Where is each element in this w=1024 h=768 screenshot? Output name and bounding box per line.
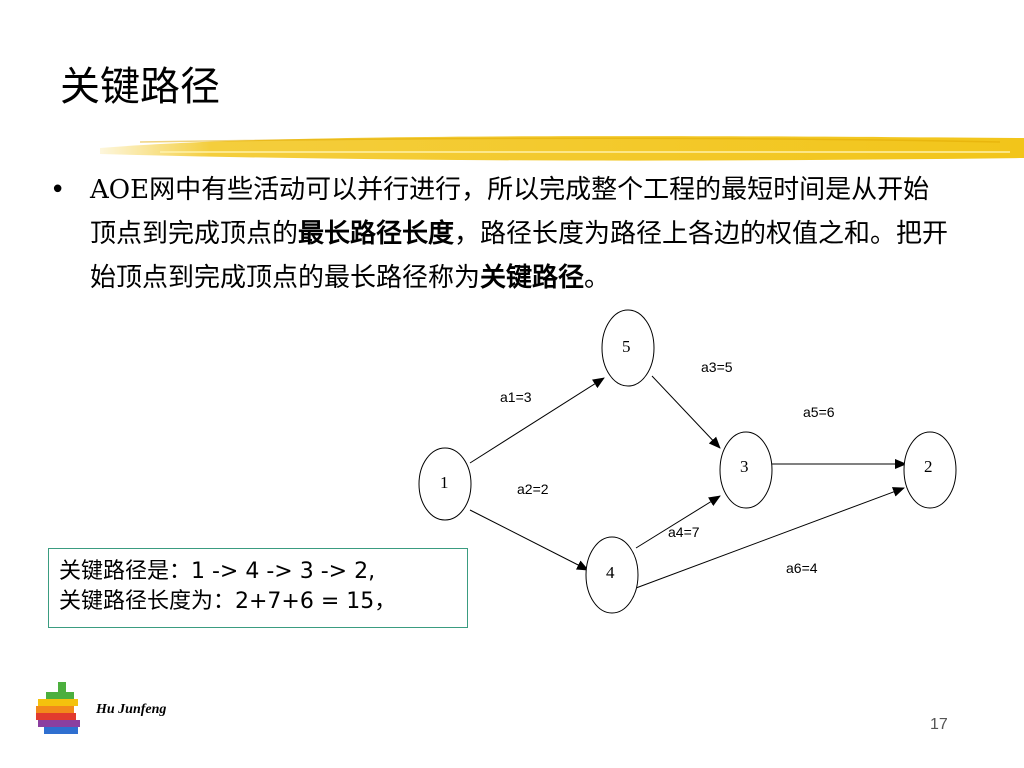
- bullet-bold-longest-path: 最长路径长度: [298, 219, 455, 249]
- node-1: [418, 447, 472, 521]
- bullet-text-part2: ，路径长度为路径上各边的权值之和。把开始顶点到完成顶点的最长路径称为: [90, 219, 949, 293]
- bullet-text: AOE网中有些活动可以并行进行，所以完成整个工程的最短时间是从开始顶点到完成顶点…: [90, 168, 950, 300]
- bullet-bold-critical-path: 关键路径: [480, 263, 585, 293]
- node-label-1: 1: [440, 473, 449, 492]
- node-label-5: 5: [622, 337, 631, 356]
- edge-4-3: [635, 495, 721, 549]
- node-label-3: 3: [740, 457, 749, 476]
- result-box: 关键路径是：1 -> 4 -> 3 -> 2, 关键路径长度为：2+7+6 = …: [48, 548, 468, 628]
- node-4: [585, 536, 639, 614]
- bullet-text-part3: 。: [584, 263, 611, 293]
- edge-label-a4: a4=7: [668, 524, 700, 540]
- edge-label-a5: a5=6: [803, 404, 835, 420]
- node-3: [719, 431, 773, 509]
- author-name: Hu Junfeng: [96, 702, 167, 717]
- title-highlight-bar: [100, 136, 1024, 161]
- edge-5-3: [651, 375, 721, 449]
- slide-title: 关键路径: [60, 64, 220, 110]
- bullet-text-part1: AOE网中有些活动可以并行进行，所以完成整个工程的最短时间是从开始顶点到完成顶点…: [90, 175, 930, 249]
- edge-label-a6: a6=4: [786, 560, 818, 576]
- node-5: [601, 309, 655, 387]
- node-label-4: 4: [606, 563, 615, 582]
- edge-label-a3: a3=5: [701, 359, 733, 375]
- node-label-2: 2: [924, 457, 933, 476]
- edge-label-a2: a2=2: [517, 481, 549, 497]
- node-2: [903, 431, 957, 509]
- edge-1-4: [469, 509, 589, 571]
- bullet-point: • AOE网中有些活动可以并行进行，所以完成整个工程的最短时间是从开始顶点到完成…: [50, 168, 950, 300]
- critical-path-length-line: 关键路径长度为：2+7+6 = 15，: [59, 589, 397, 614]
- apple-logo: [36, 682, 80, 734]
- bullet-dot: •: [50, 175, 66, 205]
- edge-1-5: [469, 377, 605, 464]
- edge-4-2: [635, 487, 905, 589]
- page-number: 17: [930, 716, 948, 733]
- critical-path-line: 关键路径是：1 -> 4 -> 3 -> 2,: [59, 559, 376, 584]
- edge-label-a1: a1=3: [500, 389, 532, 405]
